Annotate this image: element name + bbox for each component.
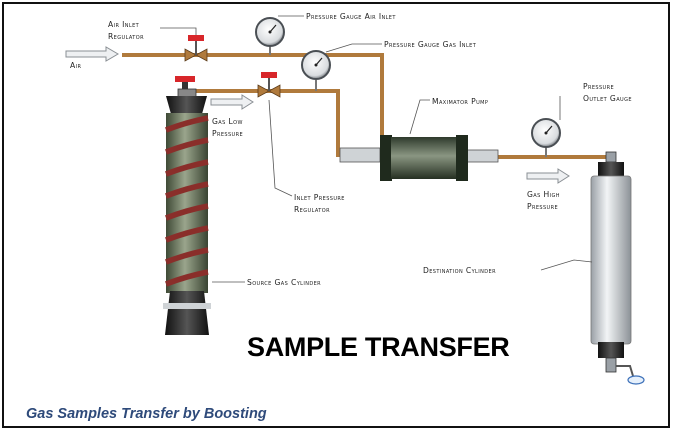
inlet-pressure-regulator-valve: [257, 72, 281, 98]
source-gas-cylinder-label: Source Gas Cylinder: [247, 278, 321, 287]
pressure-gauge-gas-inlet-label: Pressure Gauge Gas Inlet: [384, 40, 477, 49]
pressure-outlet-gauge-label-line2: Outlet Gauge: [583, 94, 632, 103]
destination-cylinder: [590, 151, 645, 385]
cylinder-band: [165, 203, 209, 221]
cylinder-band: [165, 269, 209, 287]
inlet-pressure-regulator-label-line1: Inlet Pressure: [294, 193, 345, 202]
inlet-pressure-regulator-label-line2: Regulator: [294, 205, 330, 214]
air-inlet-pressure-gauge-icon: [255, 17, 285, 47]
destination-cylinder-body: [590, 175, 632, 345]
air-inlet-regulator-label-line1: Air Inlet: [108, 20, 140, 29]
gas-high-pressure-label-line2: Pressure: [527, 202, 558, 211]
source-cylinder-valve-handle: [175, 76, 195, 82]
pressure-outlet-gauge-label-line1: Pressure: [583, 82, 614, 91]
cylinder-band: [165, 247, 209, 265]
leader-lines: [160, 15, 593, 283]
source-cylinder-valve-stem: [182, 82, 188, 92]
air-inlet-regulator-label-line2: Regulator: [108, 32, 144, 41]
destination-cylinder-bottom-valve: [605, 357, 617, 373]
cylinder-band: [165, 137, 209, 155]
destination-drain-cup: [627, 375, 645, 385]
diagram-caption: Gas Samples Transfer by Boosting: [26, 406, 267, 422]
air-inlet-regulator-valve: [184, 35, 208, 62]
pump-body: [391, 137, 457, 179]
gas-high-pressure-label-line1: Gas High: [527, 190, 560, 199]
diagram-heading: SAMPLE TRANSFER: [247, 332, 510, 362]
source-cylinder-foot: [163, 303, 211, 309]
cylinder-band: [165, 181, 209, 199]
outlet-pipe: [497, 155, 613, 168]
maximator-pump-label: Maximator Pump: [432, 97, 488, 106]
air-flow-arrow-icon: [65, 46, 119, 62]
pump-left-flange: [380, 135, 392, 181]
cylinder-band: [165, 225, 209, 243]
destination-cylinder-label: Destination Cylinder: [423, 266, 496, 275]
destination-cylinder-top-cap: [598, 162, 624, 178]
air-label: Air: [70, 61, 81, 70]
pump-right-port: [465, 149, 499, 163]
gas-low-pressure-label-line2: Pressure: [212, 129, 243, 138]
source-cylinder-bands: [165, 115, 209, 287]
pump-right-flange: [456, 135, 468, 181]
gas-high-flow-arrow-icon: [526, 168, 570, 184]
source-cylinder-valve-body: [177, 88, 197, 98]
gas-low-pressure-label-line1: Gas Low: [212, 117, 243, 126]
maximator-pump: [339, 135, 499, 181]
outlet-pressure-gauge-icon: [531, 118, 561, 148]
pressure-gauge-air-inlet-label: Pressure Gauge Air Inlet: [306, 12, 396, 21]
cylinder-band: [165, 159, 209, 177]
pump-left-port: [339, 147, 381, 163]
destination-cylinder-bottom-cap: [598, 342, 624, 358]
cylinder-band: [165, 115, 209, 133]
gas-low-flow-arrow-icon: [210, 94, 254, 110]
destination-cylinder-top-valve: [605, 151, 617, 163]
air-line-pipe: [122, 53, 384, 140]
source-cylinder-top-cap: [166, 96, 207, 114]
destination-drain-tube: [616, 365, 634, 377]
source-gas-cylinder: [163, 76, 211, 335]
source-cylinder-bottom-cap: [165, 291, 209, 335]
gas-inlet-pressure-gauge-icon: [301, 50, 331, 80]
diagram-frame: [2, 2, 670, 428]
